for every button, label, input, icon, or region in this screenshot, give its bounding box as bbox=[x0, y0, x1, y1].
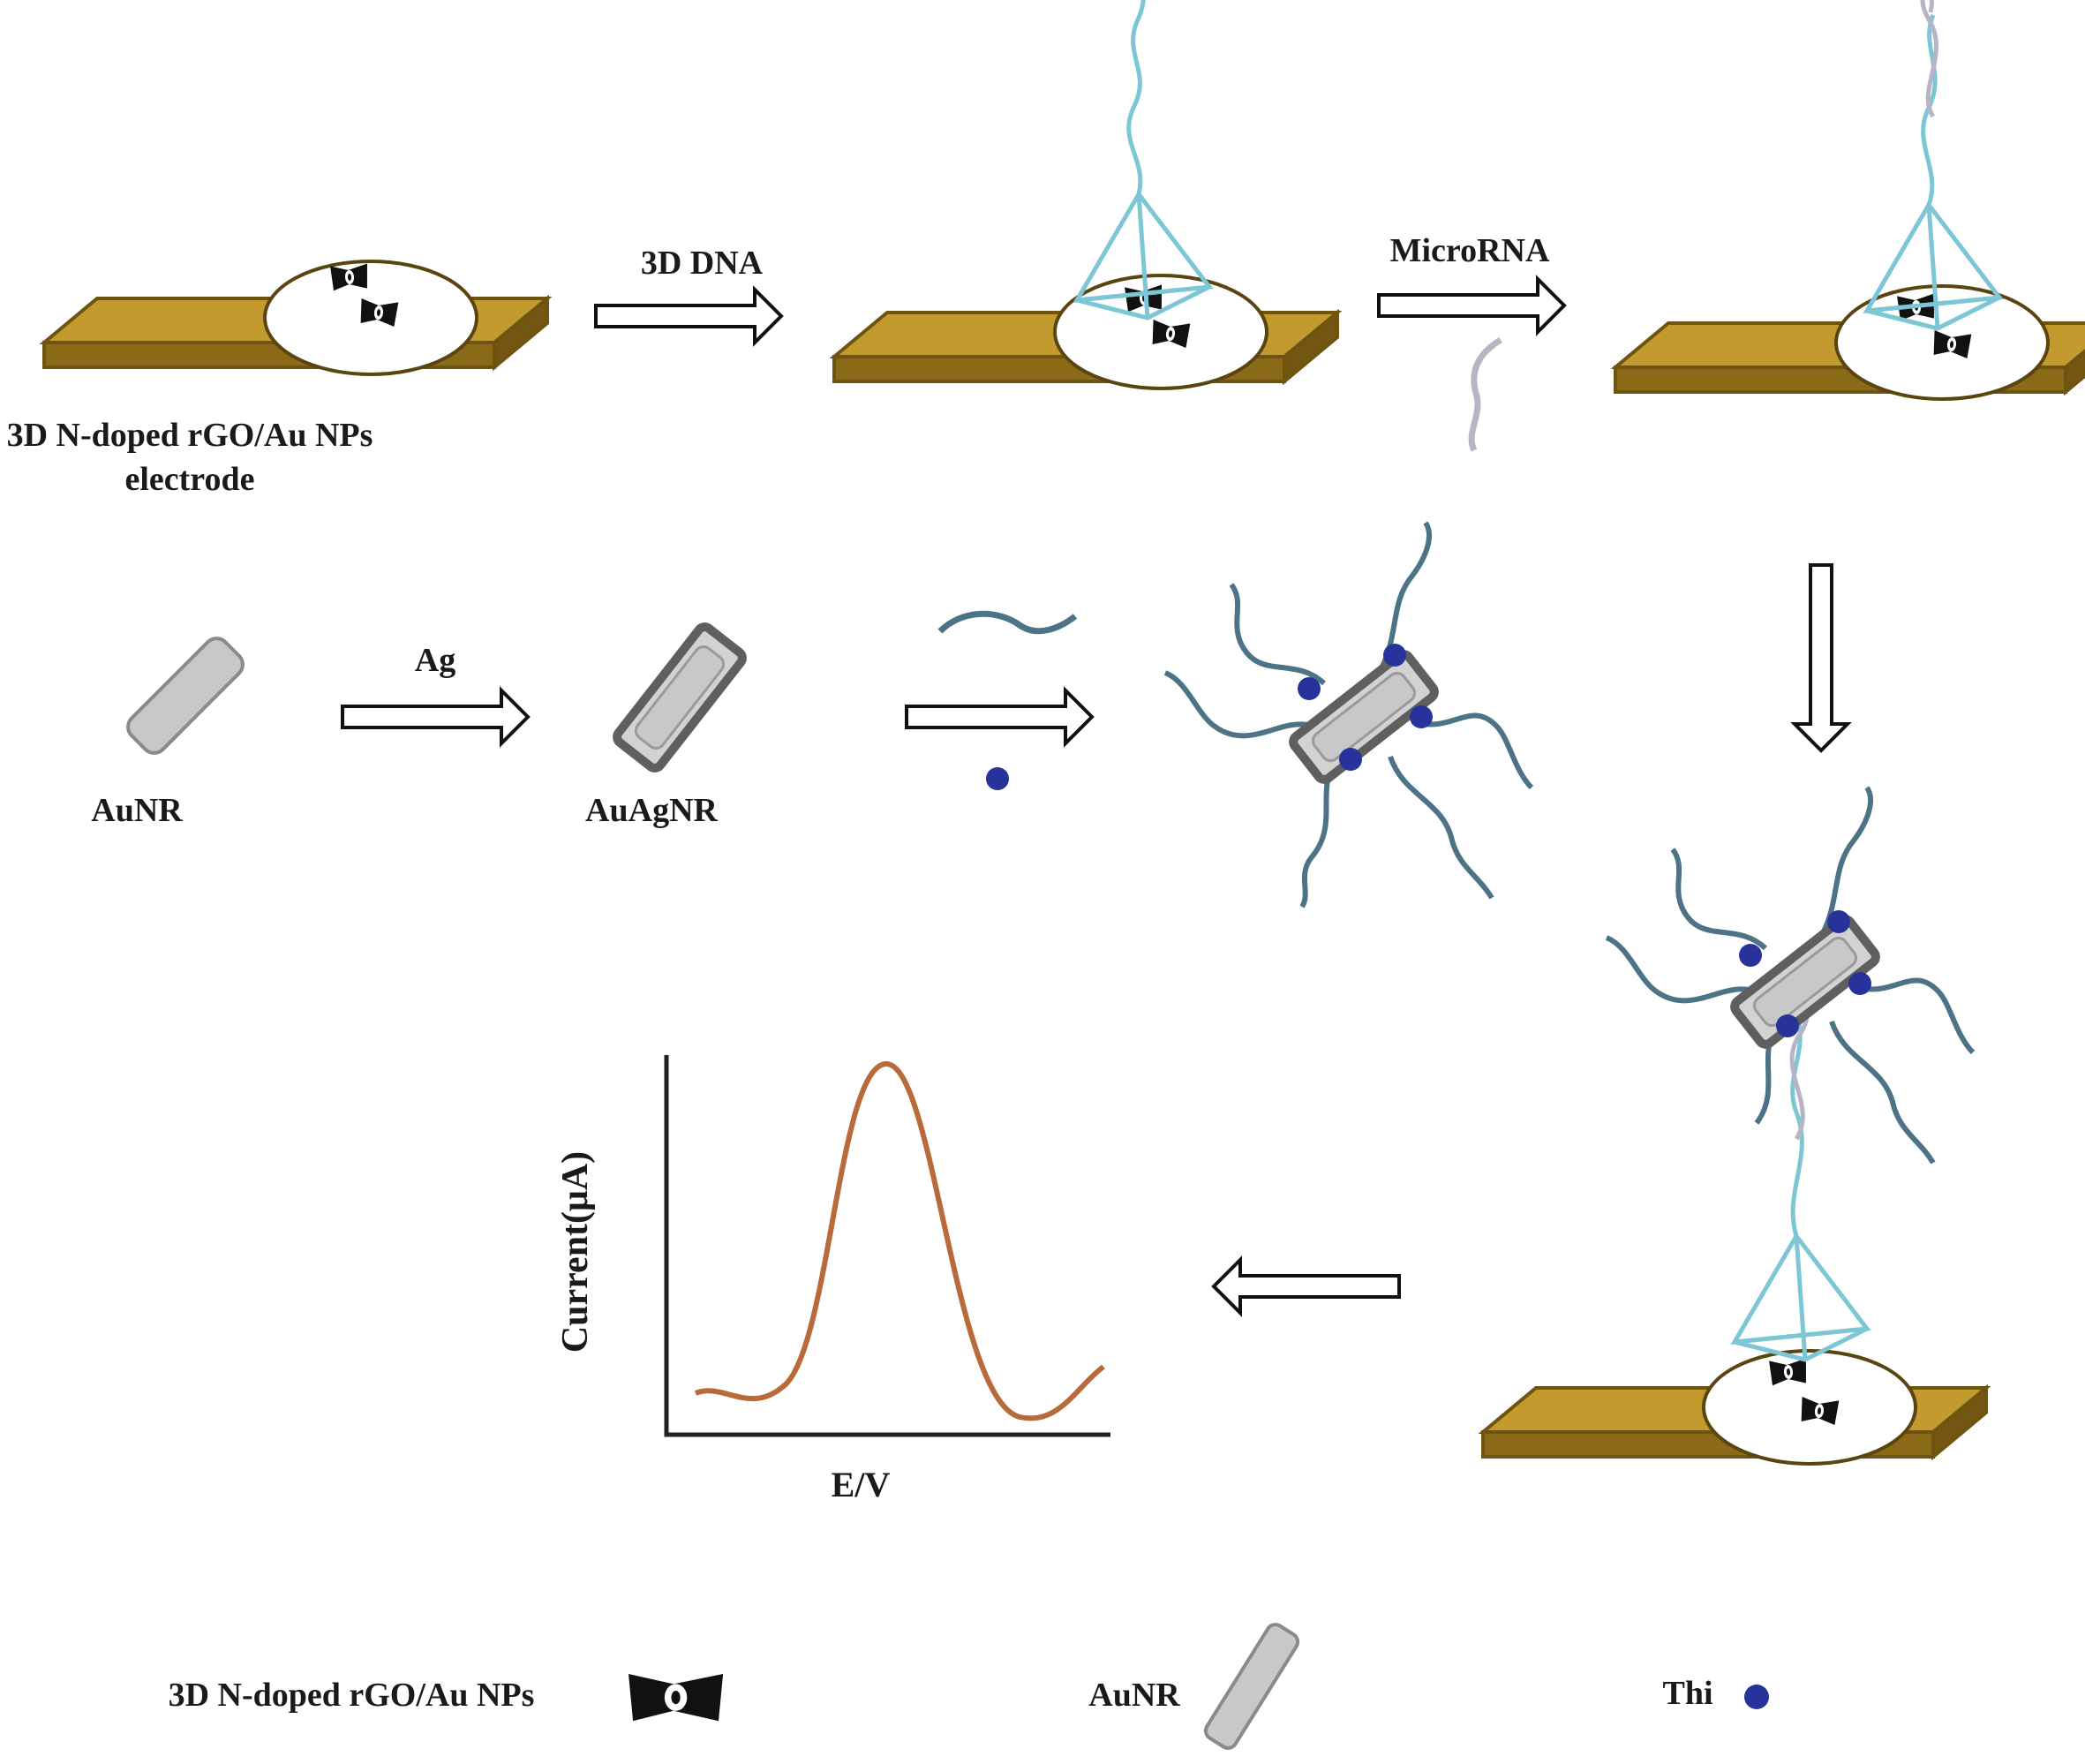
aunr-label: AuNR bbox=[91, 792, 183, 829]
thi-dot bbox=[986, 767, 1009, 790]
plot-xlabel: E/V bbox=[832, 1465, 891, 1504]
arrow-right-icon bbox=[905, 689, 1094, 745]
plot-axes bbox=[664, 1055, 1110, 1437]
tetrahedron-dna bbox=[1077, 0, 1209, 318]
legend-rgo-label: 3D N-doped rGO/Au NPs bbox=[169, 1677, 535, 1714]
final-electrode bbox=[1481, 1349, 1988, 1466]
electrode-label-line1: 3D N-doped rGO/Au NPs bbox=[7, 417, 373, 454]
probe-nanorod bbox=[1163, 521, 1534, 908]
electrode-with-hybrid bbox=[1614, 284, 2085, 401]
tetrahedron-with-microrna bbox=[1867, 0, 1999, 328]
bare-electrode bbox=[42, 260, 549, 376]
step-label-3d-dna: 3D DNA bbox=[641, 245, 764, 282]
rgo-sheet-icon bbox=[629, 1674, 724, 1722]
auagnr-label: AuAgNR bbox=[585, 792, 718, 829]
probe-strand bbox=[937, 610, 1078, 635]
step-label-microrna: MicroRNA bbox=[1390, 232, 1550, 269]
plot-ylabel: Current(μA) bbox=[555, 1151, 596, 1353]
arrow-right-icon bbox=[594, 288, 783, 344]
aunr-legend-icon bbox=[1203, 1623, 1300, 1750]
aunr-rod bbox=[123, 633, 247, 758]
dpv-plot: Current(μA) E/V bbox=[555, 1055, 1110, 1504]
step-label-ag: Ag bbox=[415, 642, 455, 679]
electrode-with-tetrahedron bbox=[832, 274, 1339, 390]
dpv-peak-curve bbox=[694, 1060, 1105, 1421]
final-nanorod bbox=[1605, 786, 1976, 1165]
electrode-label-line2: electrode bbox=[125, 461, 255, 498]
arrow-left-icon bbox=[1212, 1258, 1401, 1315]
arrow-down-icon bbox=[1793, 563, 1849, 752]
arrow-right-icon bbox=[341, 689, 530, 745]
arrow-right-icon bbox=[1377, 277, 1566, 334]
legend-thi-label: Thi bbox=[1662, 1675, 1712, 1712]
auagnr-rod bbox=[614, 624, 745, 771]
thi-legend-icon bbox=[1744, 1685, 1769, 1709]
legend-aunr-label: AuNR bbox=[1088, 1677, 1180, 1714]
microrna-strand bbox=[1468, 336, 1502, 452]
